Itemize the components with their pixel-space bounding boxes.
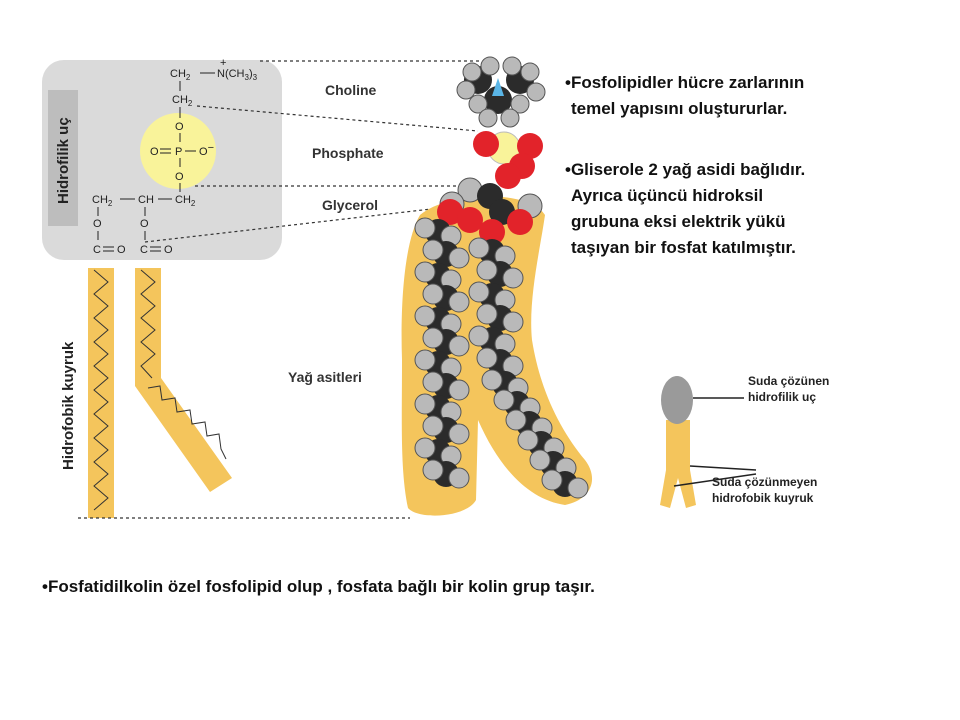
carbonyl-c-1: C xyxy=(93,244,101,256)
hydrogen-atom xyxy=(414,349,436,371)
hydrogen-atom xyxy=(448,247,470,269)
hydrogen-atom xyxy=(517,429,539,451)
glycerol-ch2-right: CH2 xyxy=(175,194,196,208)
fatty-acid-chain-2 xyxy=(468,237,589,499)
hydrogen-atom xyxy=(529,449,551,471)
glycerol-ch: CH xyxy=(138,194,154,206)
hydrogen-atom xyxy=(476,347,498,369)
phosphate-circle xyxy=(140,113,216,189)
phosphate-atoms xyxy=(473,131,543,189)
hydrogen-atom xyxy=(468,281,490,303)
ester-oxygen-2: O xyxy=(140,218,149,230)
bullet-3-line-1: •Fosfatidilkolin özel fosfolipid olup , … xyxy=(42,577,595,596)
hydrogen-atom xyxy=(414,393,436,415)
legend-tail-line2: hidrofobik kuyruk xyxy=(712,491,814,505)
hydrophobic-label-bar xyxy=(55,300,81,480)
oxygen-minus: O− xyxy=(199,142,214,158)
hydrogen-atom xyxy=(481,369,503,391)
legend-head-line1: Suda çözünen xyxy=(748,374,829,388)
hydrogen-atom xyxy=(468,325,490,347)
glycerol-atoms xyxy=(437,177,543,245)
hydrogen-atom xyxy=(422,459,444,481)
choline-ch2: CH2 xyxy=(170,68,191,82)
bullet-1-line-1: •Fosfolipidler hücre zarlarının xyxy=(565,73,805,92)
hydrogen-atom xyxy=(476,303,498,325)
hydrogen-atom xyxy=(502,311,524,333)
bullet-1: •Fosfolipidler hücre zarlarının temel ya… xyxy=(565,70,804,122)
phosphorus: P xyxy=(175,146,182,158)
carbonyl-o-1: O xyxy=(117,244,126,256)
oxygen-double: O xyxy=(150,146,159,158)
hydrogen-atom xyxy=(414,217,436,239)
bullet-3: •Fosfatidilkolin özel fosfolipid olup , … xyxy=(42,574,595,600)
hydrogen-atom xyxy=(468,237,490,259)
oxygen-1: O xyxy=(175,121,184,133)
hydrogen-atom xyxy=(448,379,470,401)
hydrophilic-label-bar xyxy=(48,90,78,226)
legend-icon xyxy=(660,376,757,508)
carbonyl-o-2: O xyxy=(164,244,173,256)
hydrogen-atom xyxy=(422,327,444,349)
choline-label: Choline xyxy=(325,82,377,98)
hydrogen-atom xyxy=(414,305,436,327)
plus-charge: + xyxy=(220,57,226,69)
hydrogen-atom xyxy=(422,239,444,261)
choline-n-group: N(CH3)3 xyxy=(217,68,258,82)
hydrophilic-label: Hidrofilik uç xyxy=(55,117,72,204)
phosphate-label: Phosphate xyxy=(312,145,384,161)
ester-oxygen-1: O xyxy=(93,218,102,230)
guide-lines xyxy=(78,60,480,519)
choline-ch2-lower: CH2 xyxy=(172,94,193,108)
legend-head-line2: hidrofilik uç xyxy=(748,390,816,404)
hydrogen-atom xyxy=(476,259,498,281)
hydrogen-atom xyxy=(541,469,563,491)
hydrogen-atom xyxy=(422,415,444,437)
tail-zigzag-1 xyxy=(93,269,109,511)
bullet-2-line-1: •Gliserole 2 yağ asidi bağlıdır. xyxy=(565,160,806,179)
hydrogen-atom xyxy=(448,335,470,357)
hydrogen-atom xyxy=(502,267,524,289)
hydrophobic-label: Hidrofobik kuyruk xyxy=(60,341,77,470)
hydrogen-atom xyxy=(505,409,527,431)
legend-tail-line1: Suda çözünmeyen xyxy=(712,475,817,489)
bullet-2-line-4: taşıyan bir fosfat katılmıştır. xyxy=(571,238,796,257)
hydrogen-atom xyxy=(414,261,436,283)
hydrogen-atom xyxy=(448,291,470,313)
bullet-2-line-3: grubuna eksi elektrik yükü xyxy=(571,212,786,231)
structural-formula: CH2 N(CH3)3 + CH2 O O P O− O CH2 CH CH2 … xyxy=(92,57,258,256)
fatty-acid-chain-1 xyxy=(414,217,470,489)
hydrogen-atom xyxy=(448,423,470,445)
hydrogen-atom xyxy=(567,477,589,499)
glycerol-label: Glycerol xyxy=(322,197,378,213)
tail-zigzag-2 xyxy=(140,269,156,379)
hydrogen-atom xyxy=(422,283,444,305)
fatty-acids-label: Yağ asitleri xyxy=(288,369,362,385)
hydrogen-atom xyxy=(422,371,444,393)
carbonyl-c-2: C xyxy=(140,244,148,256)
bullet-1-line-2: temel yapısını oluştururlar. xyxy=(571,99,788,118)
hydrogen-atom xyxy=(448,467,470,489)
tail-zigzag-2b xyxy=(147,385,227,460)
bullet-2: •Gliserole 2 yağ asidi bağlıdır. Ayrıca … xyxy=(565,157,805,261)
glycerol-ch2-left: CH2 xyxy=(92,194,113,208)
bullet-2-line-2: Ayrıca üçüncü hidroksil xyxy=(571,186,764,205)
tail-strip-2 xyxy=(135,268,232,492)
hydrogen-atom xyxy=(414,437,436,459)
oxygen-2: O xyxy=(175,171,184,183)
tail-strip-1 xyxy=(88,268,114,518)
hydrogen-atom xyxy=(493,389,515,411)
choline-atoms xyxy=(456,56,546,128)
